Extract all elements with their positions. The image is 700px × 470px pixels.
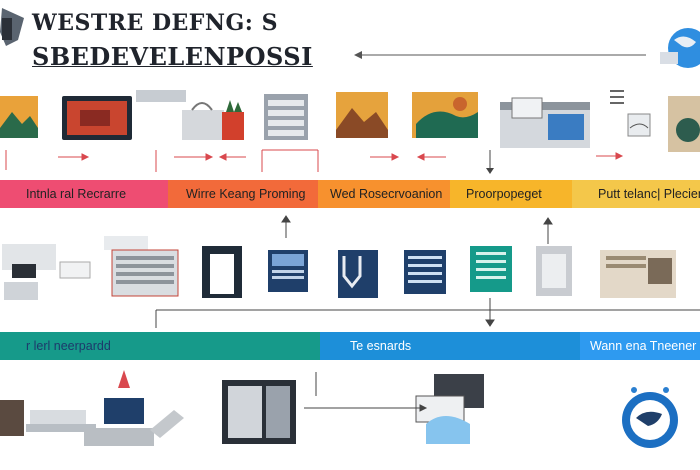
- monitor-icon: [62, 96, 132, 140]
- diagram-title-line1: WESTRE DEFNG: S: [32, 10, 278, 36]
- connector-lines-row2: [155, 215, 700, 328]
- server-rack-icon: [264, 94, 308, 140]
- band-segment: [450, 180, 572, 208]
- landscape-photo-icon: [412, 92, 478, 138]
- flow-arrow: [354, 51, 646, 59]
- document-icon: [338, 250, 378, 298]
- landscape-photo-icon: [336, 92, 388, 138]
- bag-icon: [136, 90, 244, 140]
- network-tower-icon: [84, 370, 184, 446]
- browser-window-icon: [500, 97, 590, 148]
- phase-label: Proorpopeget: [466, 187, 542, 201]
- document-icon: [536, 246, 572, 296]
- phase-band-bottom: r lerl neerpardd Te esnards Wann ena Tne…: [0, 332, 700, 360]
- phase-label: Te esnards: [350, 339, 412, 353]
- diagram-title-line2: SBEDEVELENPOSSI: [32, 42, 313, 71]
- band-segment: [572, 180, 700, 208]
- browser-window-icon: [600, 250, 676, 298]
- globe-icon: [622, 387, 678, 448]
- document-icon: [268, 250, 308, 292]
- connector-arrows-row1: [5, 149, 624, 172]
- phase-label: r lerl neerpardd: [26, 339, 111, 353]
- down-arrow: [486, 150, 494, 174]
- phase-band-top: Intnla ral Recrarre Wirre Keang Proming …: [0, 180, 700, 208]
- band-segment: [318, 180, 450, 208]
- band-segment: [0, 332, 320, 360]
- band-segment: [0, 180, 168, 208]
- band-segment: [168, 180, 318, 208]
- router-icon: [0, 400, 96, 436]
- desk-computer-icon: [2, 244, 91, 300]
- card-icon: [627, 96, 700, 152]
- connector-lines-row3: [304, 372, 428, 412]
- band-segment: [320, 332, 580, 360]
- phase-label: Putt telanc| Plecien: [598, 187, 700, 201]
- laptop-icon: [415, 374, 484, 444]
- phase-label: Intnla ral Recrarre: [26, 187, 127, 201]
- document-icon: [404, 250, 446, 294]
- landscape-photo-icon: [0, 96, 38, 138]
- wrench-icon: [0, 8, 24, 46]
- legend-lines: [610, 90, 624, 104]
- phase-label: Wirre Keang Proming: [186, 187, 306, 201]
- document-icon: [202, 246, 242, 298]
- phase-label: Wed Rosecrvoanion: [330, 187, 443, 201]
- globe-icon: [660, 28, 700, 68]
- server-rack-icon: [222, 380, 296, 444]
- phase-label: Wann ena Tneener: [590, 339, 697, 353]
- document-icon: [470, 246, 512, 292]
- band-segment: [580, 332, 700, 360]
- browser-window-icon: [104, 236, 179, 297]
